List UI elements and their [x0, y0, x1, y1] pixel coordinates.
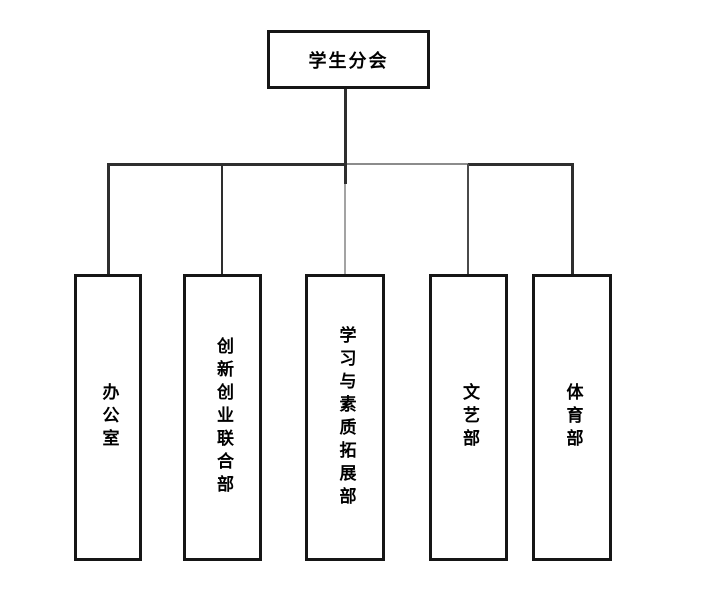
- root-node-student-branch: 学生分会: [267, 30, 430, 89]
- child-node-innovation-union: 创新创业联合部: [183, 274, 262, 561]
- child-node-sports: 体育部: [532, 274, 612, 561]
- child-node-office: 办公室: [74, 274, 142, 561]
- child-node-label: 创新创业联合部: [213, 337, 233, 498]
- connector-horizontal-left: [107, 163, 347, 166]
- child-node-arts: 文艺部: [429, 274, 508, 561]
- child-node-learning-quality: 学习与素质拓展部: [305, 274, 385, 561]
- child-node-label: 文艺部: [459, 383, 479, 452]
- connector-drop-innovation: [221, 164, 223, 274]
- root-node-label: 学生分会: [308, 50, 389, 72]
- child-node-label: 办公室: [98, 383, 119, 452]
- child-node-label: 体育部: [562, 383, 583, 452]
- connector-drop-arts: [467, 164, 469, 274]
- child-node-label: 学习与素质拓展部: [335, 325, 356, 510]
- connector-horizontal-right: [468, 163, 574, 166]
- connector-horizontal-mid: [347, 163, 468, 165]
- connector-drop-sports: [571, 164, 574, 274]
- connector-drop-learning: [344, 184, 346, 274]
- connector-root-stem: [344, 89, 347, 184]
- connector-drop-office: [107, 164, 110, 274]
